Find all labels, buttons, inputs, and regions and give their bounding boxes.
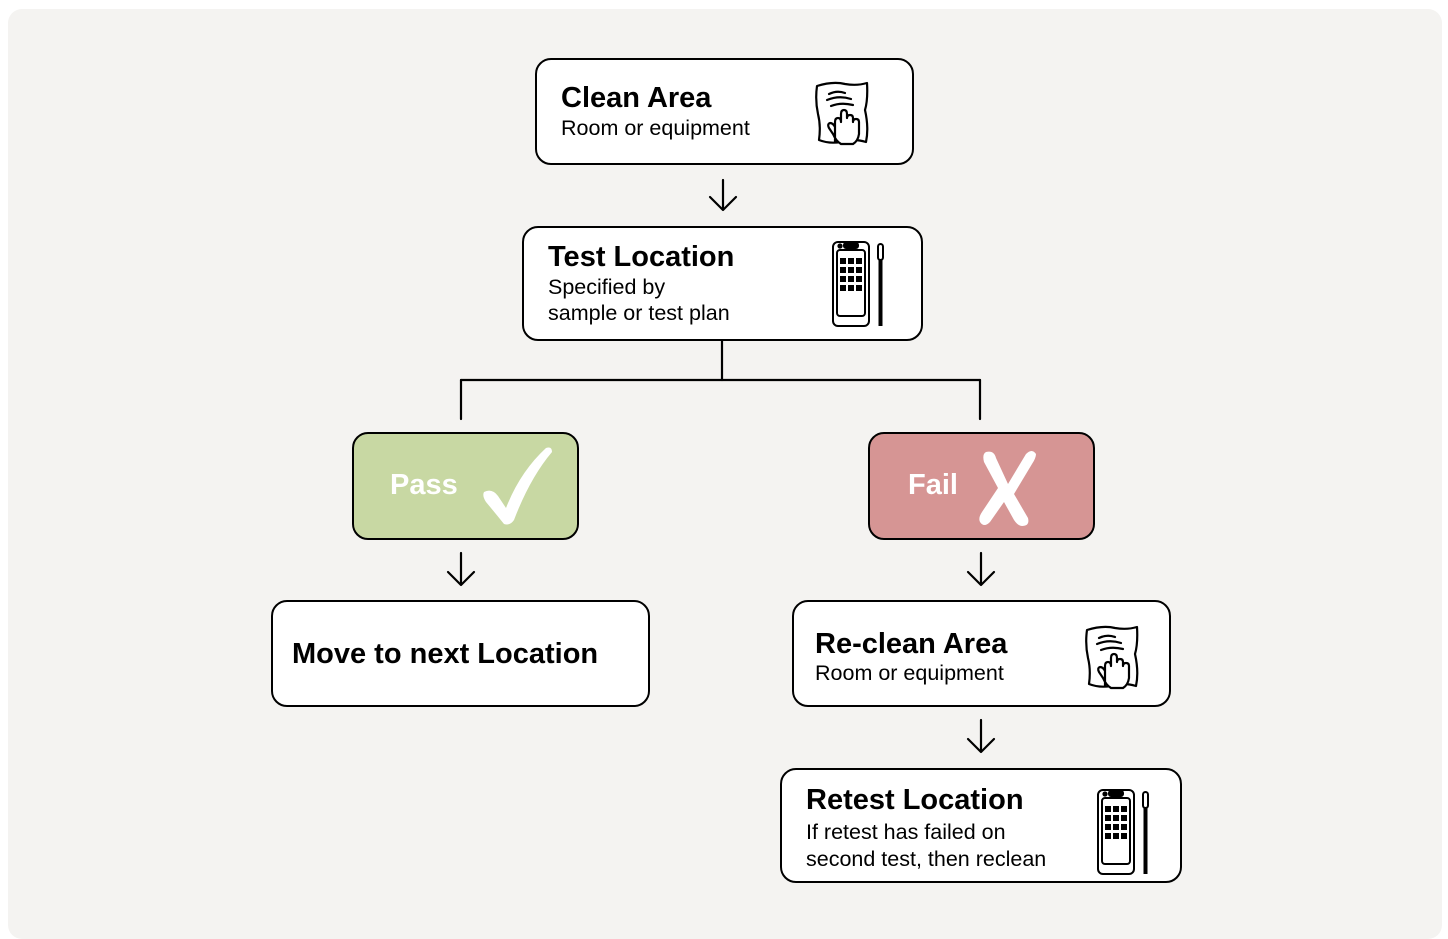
test-location-title: Test Location [548, 241, 735, 273]
branch-connector [459, 339, 982, 421]
arrow-clean-to-test [708, 178, 738, 212]
test-device-icon [1097, 789, 1149, 875]
cross-icon [979, 451, 1036, 526]
fail-label: Fail [908, 469, 958, 501]
reclean-area-subtitle: Room or equipment [815, 661, 1004, 685]
test-location-subtitle-line2: sample or test plan [548, 301, 730, 325]
fail-box: Fail [868, 432, 1095, 540]
clean-area-subtitle: Room or equipment [561, 116, 750, 140]
retest-location-subtitle-line1: If retest has failed on [806, 820, 1006, 844]
reclean-area-box: Re-clean Area Room or equipment [792, 600, 1171, 707]
move-next-box: Move to next Location [271, 600, 650, 707]
checkmark-icon [483, 447, 552, 525]
test-device-icon [832, 241, 884, 327]
reclean-area-title: Re-clean Area [815, 628, 1008, 660]
pass-label: Pass [390, 469, 458, 501]
cleaning-cloth-icon [1085, 625, 1139, 690]
test-location-box: Test Location Specified by sample or tes… [522, 226, 923, 341]
arrow-reclean-to-retest [966, 718, 996, 754]
retest-location-subtitle-line2: second test, then reclean [806, 847, 1047, 871]
pass-box: Pass [352, 432, 579, 540]
retest-location-box: Retest Location If retest has failed on … [780, 768, 1182, 883]
clean-area-title: Clean Area [561, 82, 712, 114]
retest-location-title: Retest Location [806, 784, 1024, 816]
clean-area-box: Clean Area Room or equipment [535, 58, 914, 165]
arrow-pass-to-move [446, 551, 476, 587]
arrow-fail-to-reclean [966, 551, 996, 587]
test-location-subtitle-line1: Specified by [548, 275, 666, 299]
move-next-title: Move to next Location [292, 638, 599, 670]
cleaning-cloth-icon [815, 81, 869, 146]
